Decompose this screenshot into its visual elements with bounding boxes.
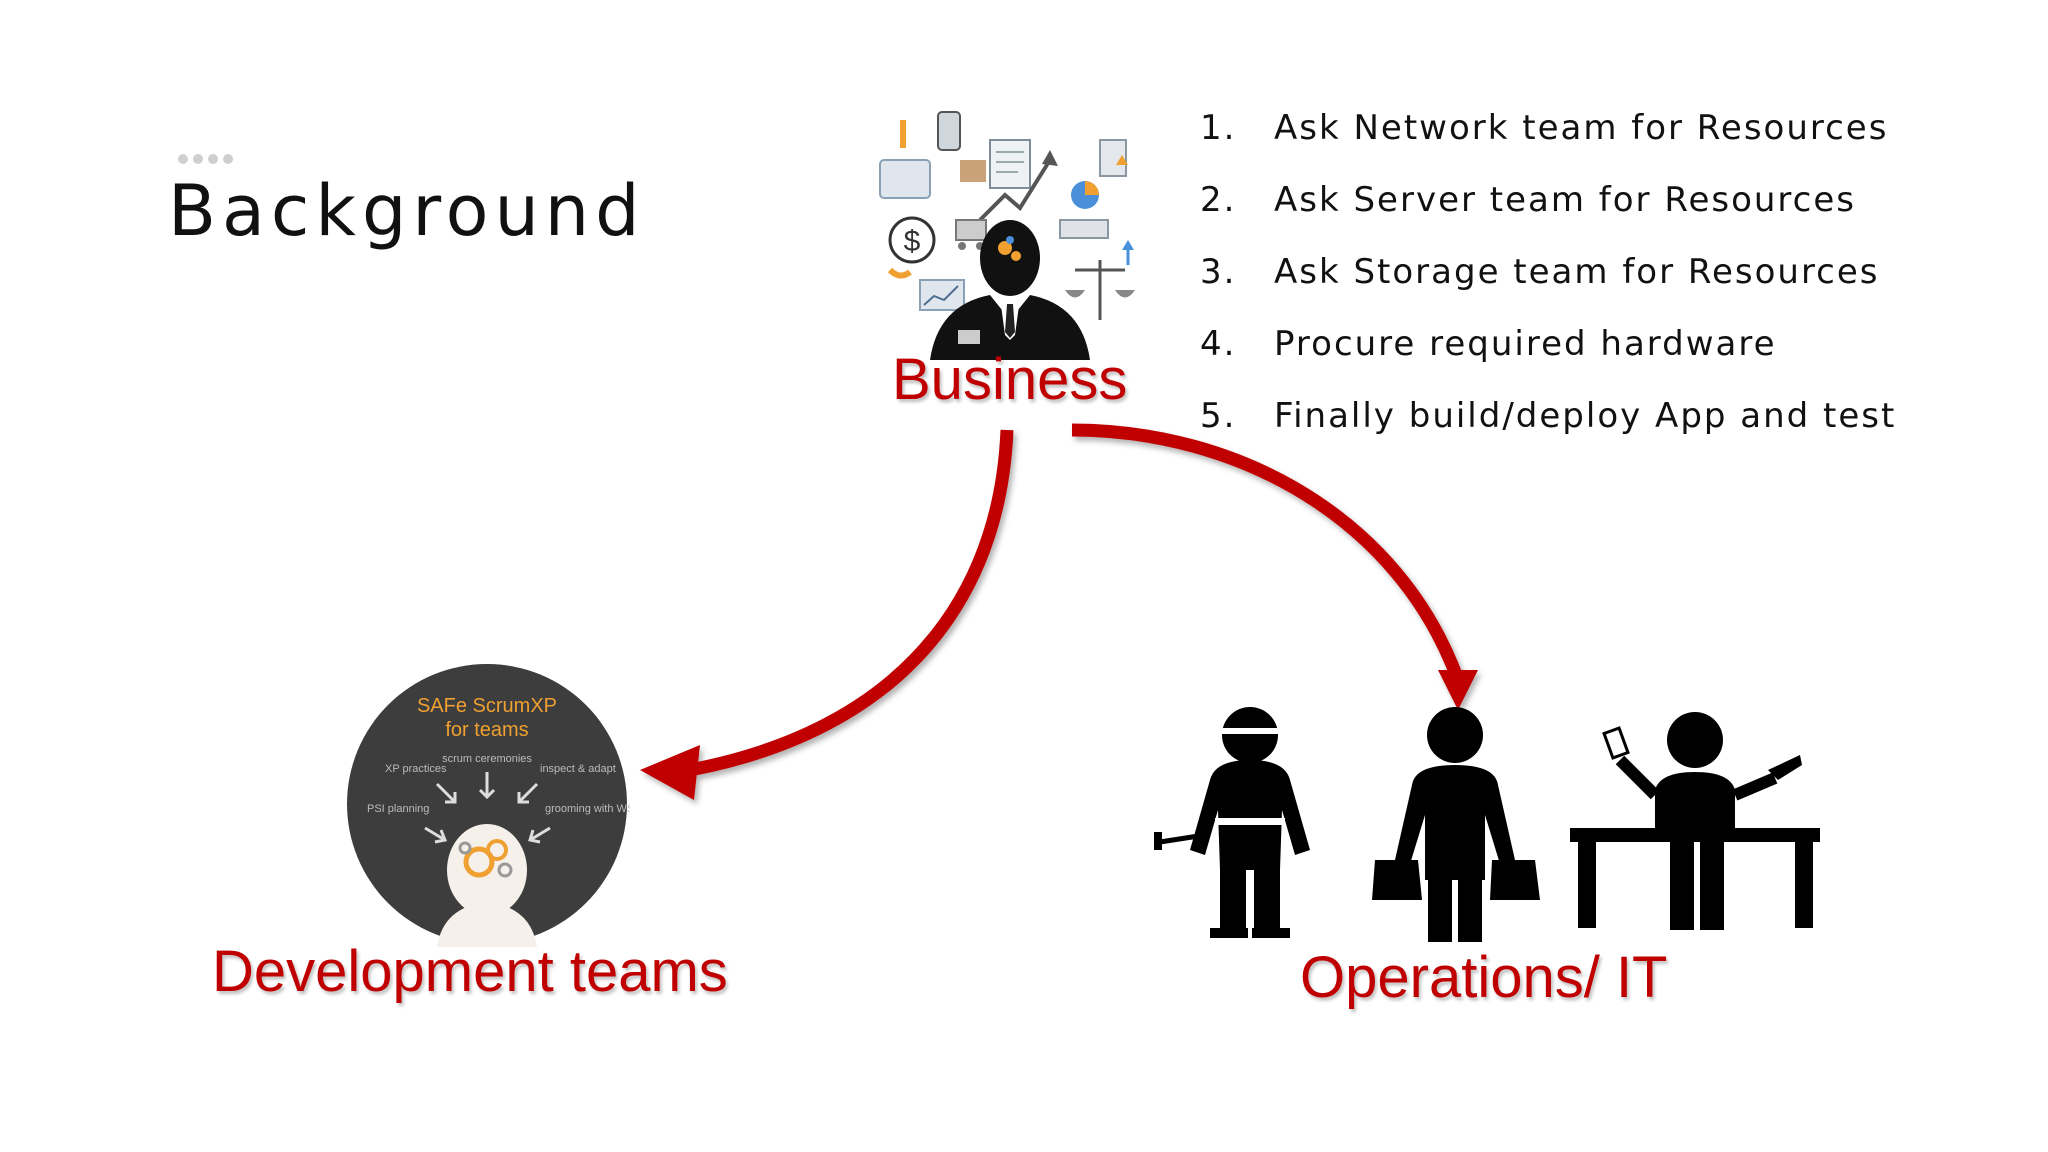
list-item: 4.Procure required hardware	[1200, 324, 1777, 364]
badge-item: inspect & adapt	[540, 763, 616, 775]
worker-figure	[1154, 707, 1310, 938]
steps-list: 1.Ask Network team for Resources 2.Ask S…	[1200, 92, 1896, 452]
operations-workers-icon	[1154, 707, 1820, 942]
scrum-head-icon: SAFe ScrumXP for teams XP practices scru…	[347, 664, 630, 947]
badge-title-line1: SAFe ScrumXP	[417, 695, 557, 717]
business-collage-icon: $	[879, 111, 1135, 360]
badge-item: XP practices	[385, 763, 447, 775]
worker-figure	[1372, 707, 1540, 942]
development-teams-label: Development teams	[212, 939, 728, 1004]
list-item: 3.Ask Storage team for Resources	[1200, 252, 1880, 292]
business-label: Business	[892, 347, 1128, 412]
slide-dots-decoration	[178, 154, 233, 164]
slide-title: Background	[168, 170, 646, 252]
svg-text:$: $	[904, 225, 921, 258]
worker-figure	[1570, 712, 1820, 930]
operations-it-label: Operations/ IT	[1300, 945, 1668, 1010]
arrow-to-development	[640, 429, 1014, 800]
badge-title-line2: for teams	[445, 719, 528, 741]
arrow-to-operations	[1071, 423, 1478, 710]
badge-item: grooming with WSJF	[545, 803, 630, 815]
list-item: 1.Ask Network team for Resources	[1200, 108, 1889, 148]
badge-item: scrum ceremonies	[442, 753, 532, 765]
list-item: 5.Finally build/deploy App and test	[1200, 396, 1897, 436]
badge-item: PSI planning	[367, 803, 429, 815]
list-item: 2.Ask Server team for Resources	[1200, 180, 1856, 220]
